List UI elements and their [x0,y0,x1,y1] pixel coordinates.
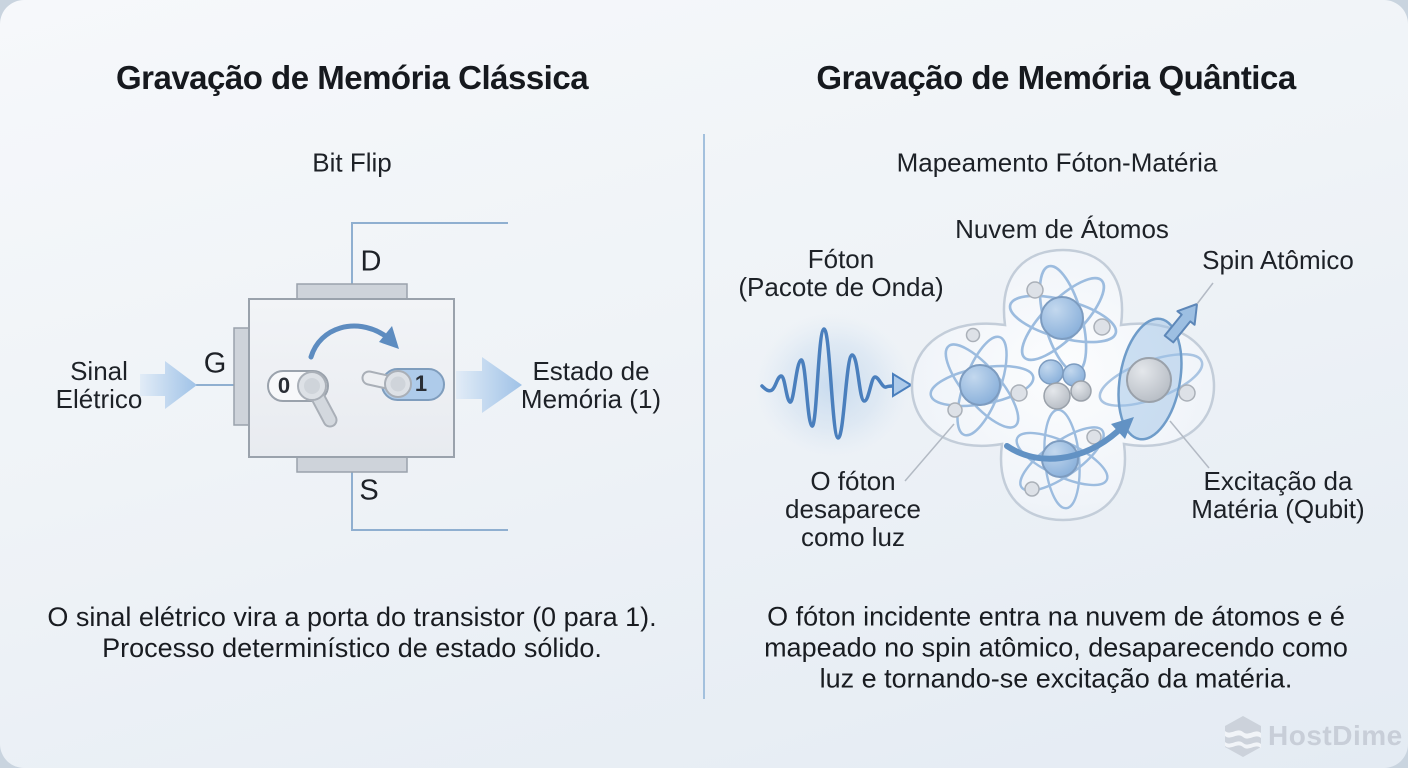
atom-top [994,248,1132,390]
excitation-label: Excitação da Matéria (Qubit) [1191,467,1364,523]
nucleus-cluster [1038,359,1092,410]
toggle-on-icon [361,368,445,401]
source-wire [351,472,508,531]
excitation-label-line1: Excitação da [1203,466,1353,496]
left-caption-line1: O sinal elétrico vira a porta do transis… [47,602,657,632]
toggle-off-icon [267,370,338,428]
left-panel-subtitle: Bit Flip [312,147,392,178]
source-tab [296,455,408,473]
memory-state-label: Estado de Memória (1) [521,357,661,413]
right-caption-line3: luz e tornando-se excitação da matéria. [819,663,1293,694]
terminal-g-label: G [203,347,227,380]
left-panel-caption: O sinal elétrico vira a porta do transis… [47,602,656,664]
spin-label: Spin Atômico [1202,245,1354,275]
photon-note-label: O fóton desaparece como luz [785,467,921,551]
left-caption-line2: Processo determinístico de estado sólido… [102,633,602,663]
transistor-diagram [140,222,522,531]
right-caption-line2: mapeado no spin atômico, desaparecendo c… [764,632,1348,663]
photon-label-line2: (Pacote de Onda) [738,272,944,302]
atom-qubit [1098,317,1204,441]
spin-callout-line [1196,282,1214,305]
photon-note-line2: desaparece [785,494,921,524]
toggle-on-value: 1 [414,371,428,396]
input-signal-label: Sinal Elétrico [56,357,143,413]
photon-glow [755,313,911,457]
atom-cloud-label: Nuvem de Átomos [955,214,1169,244]
flip-arc-arrowhead-icon [379,326,399,349]
photon-note-callout-line [904,423,955,482]
right-panel-subtitle: Mapeamento Fóton-Matéria [896,147,1218,178]
watermark-logo-text: HostDime [1268,720,1403,751]
terminal-d-label: D [360,245,382,278]
input-signal-label-line1: Sinal [70,356,128,386]
mapping-arc-icon [1004,428,1121,462]
hexagon-stack-icon [1225,716,1261,757]
toggle-off-value: 0 [277,373,291,398]
photon-note-line1: O fóton [810,466,896,496]
excitation-callout-line [1169,420,1210,469]
left-panel-title: Gravação de Memória Clássica [115,59,589,96]
spin-arrow-icon [1163,303,1198,344]
gate-tab [233,327,250,426]
wave-arrowhead-icon [892,372,913,398]
input-arrow-icon [140,361,197,409]
memory-state-label-line2: Memória (1) [520,384,662,414]
right-caption-line1: O fóton incidente entra na nuvem de átom… [767,601,1345,632]
right-panel-title: Gravação de Memória Quântica [816,59,1296,96]
flip-arc-icon [308,323,387,360]
drain-tab [296,283,408,301]
drain-wire [351,222,508,284]
input-signal-label-line2: Elétrico [55,384,143,414]
atom-left [920,322,1044,450]
output-arrow-icon [456,357,522,413]
mapping-arrowhead-icon [1111,417,1134,439]
quantum-diagram [755,248,1216,528]
photon-note-line3: como luz [800,522,906,552]
terminal-s-label: S [359,474,379,507]
excitation-label-line2: Matéria (Qubit) [1191,494,1365,524]
right-panel-caption: O fóton incidente entra na nuvem de átom… [764,602,1348,695]
memory-state-label-line1: Estado de [532,356,650,386]
photon-label: Fóton (Pacote de Onda) [738,245,943,301]
wave-packet-icon [760,327,895,440]
photon-label-line1: Fóton [807,244,875,274]
